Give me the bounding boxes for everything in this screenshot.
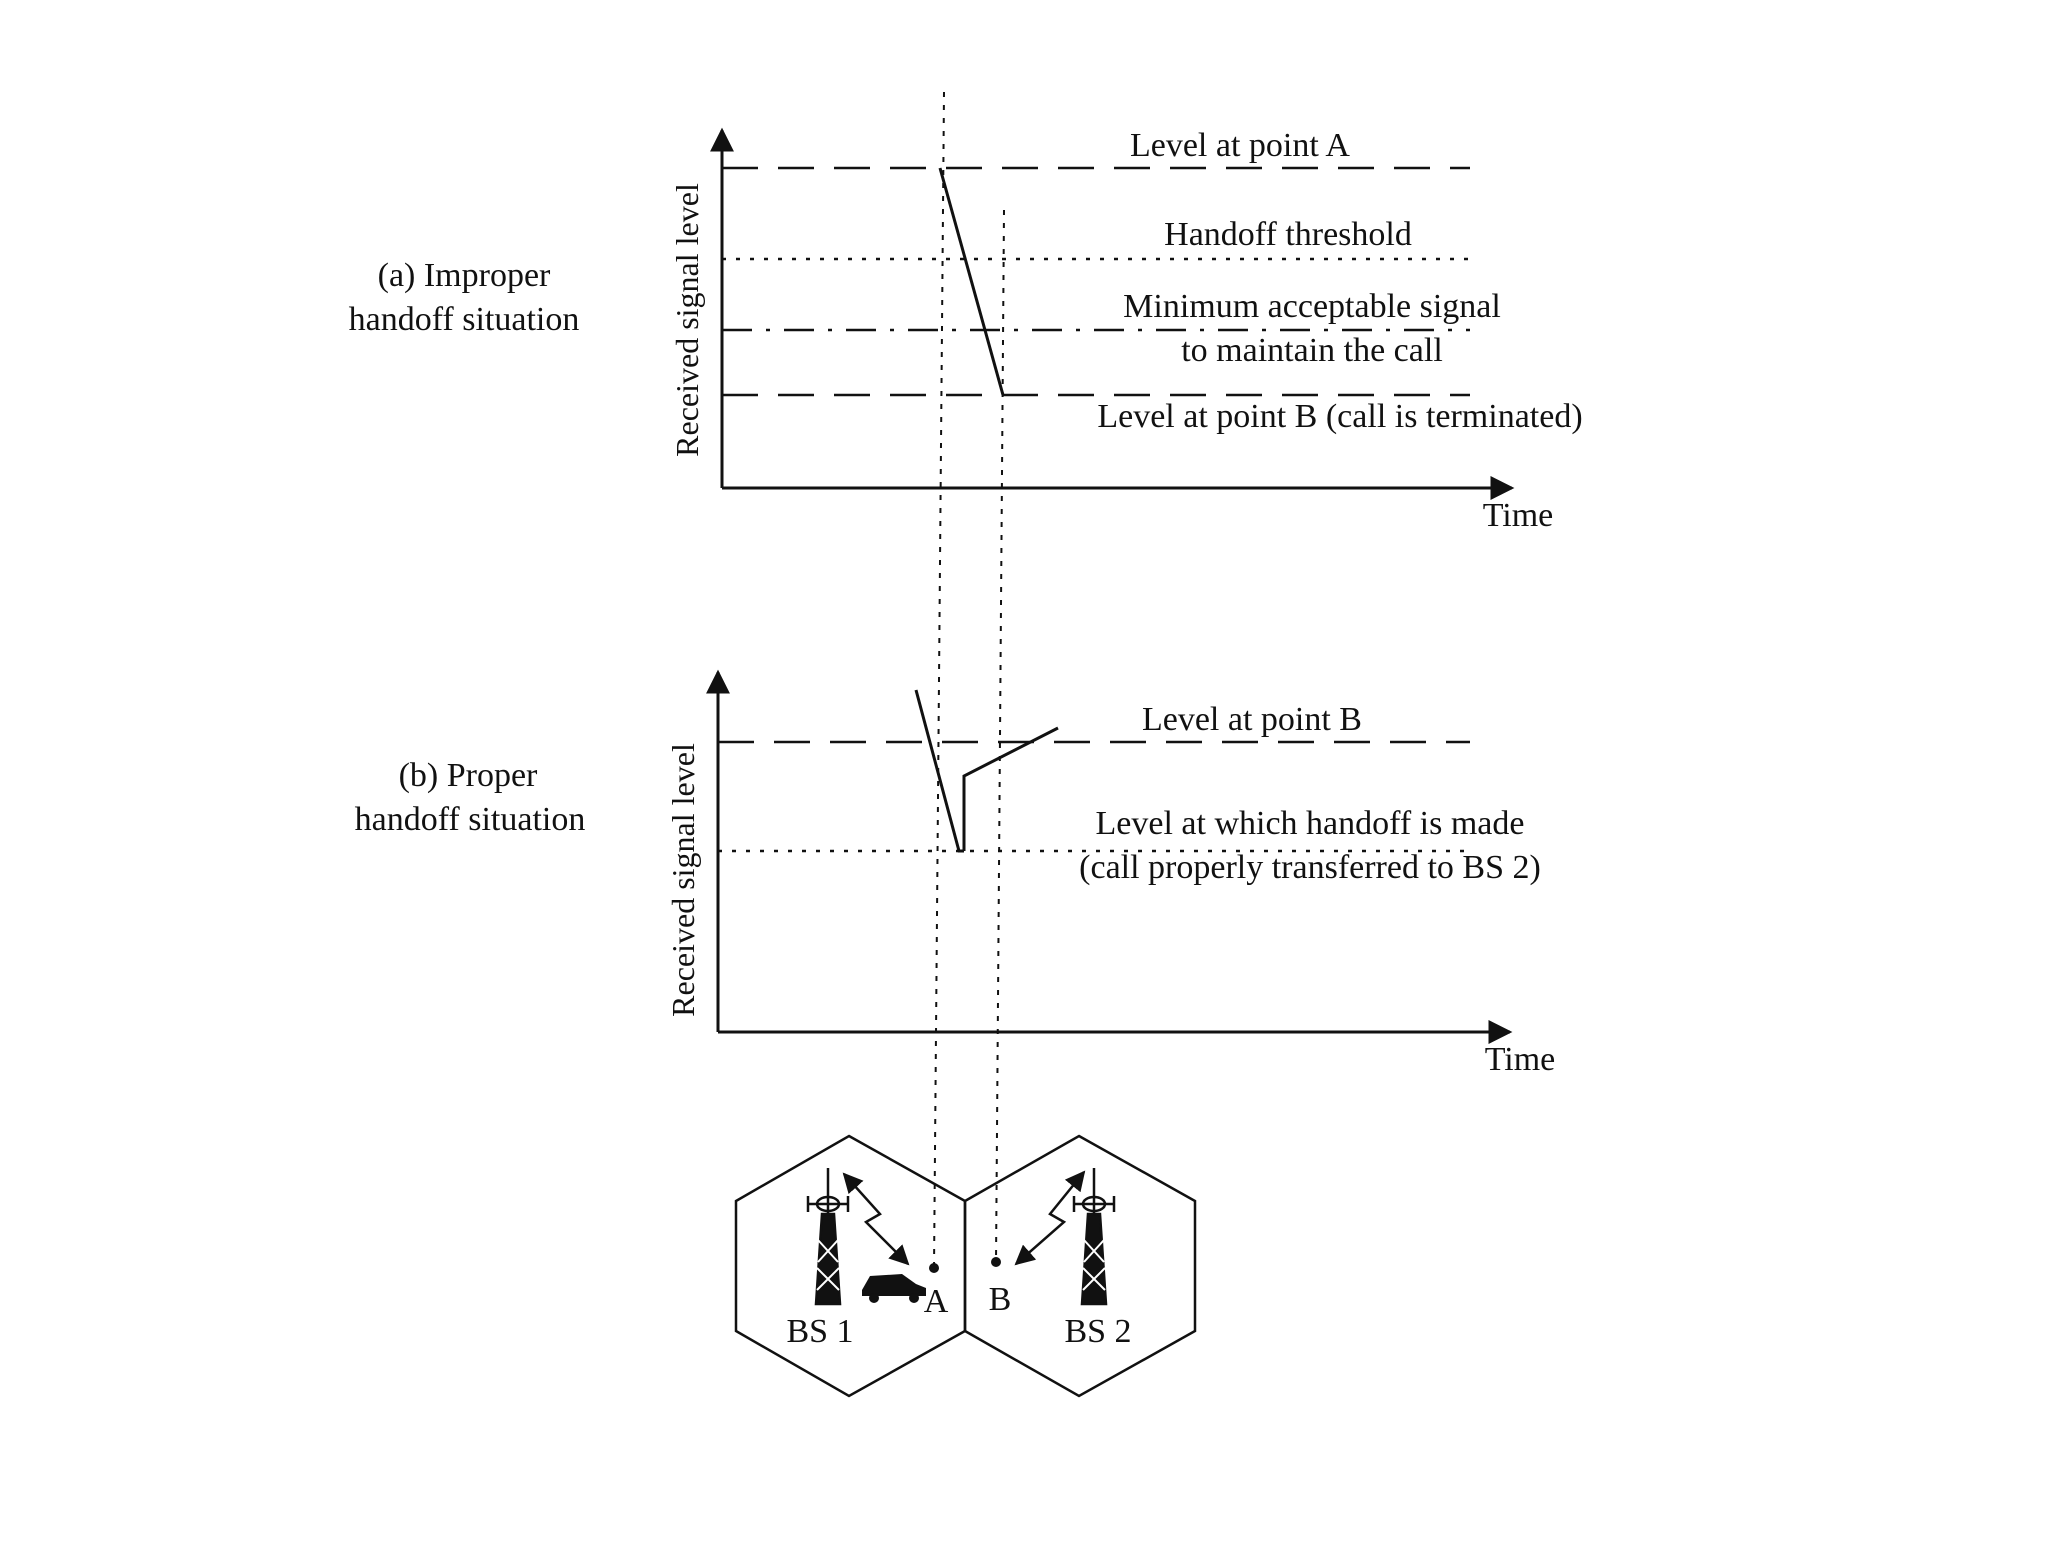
panel-b-bs1-signal <box>914 689 964 853</box>
point-b-dot <box>991 1257 1001 1267</box>
panel-b-caption-1: (b) Proper <box>399 757 538 794</box>
level-b-terminated-label: Level at point B (call is terminated) <box>1097 398 1582 435</box>
panel-a-caption-1: (a) Improper <box>378 257 551 294</box>
panel-a: (a) Improper handoff situation Received … <box>349 127 1583 534</box>
point-a-label: A <box>924 1283 949 1320</box>
panel-a-signal-drop <box>938 167 1005 396</box>
panel-b-caption-2: handoff situation <box>355 801 586 838</box>
guide-point-a <box>933 91 945 1269</box>
panel-b: (b) Proper handoff situation Received si… <box>355 669 1556 1078</box>
min-signal-label-1: Minimum acceptable signal <box>1123 288 1501 325</box>
bs2-tower-icon <box>1072 1168 1116 1306</box>
bs1-radio-link-icon <box>842 1172 910 1266</box>
panel-b-y-axis-label: Received signal level <box>665 743 701 1017</box>
panel-a-x-axis-label: Time <box>1483 497 1554 534</box>
cell-bs2-hexagon <box>963 1134 1197 1398</box>
bs2-label: BS 2 <box>1064 1313 1131 1350</box>
level-a-label: Level at point A <box>1130 127 1350 164</box>
point-b-label: B <box>989 1281 1012 1318</box>
guide-point-b <box>995 209 1005 1263</box>
handoff-threshold-label: Handoff threshold <box>1164 216 1412 253</box>
point-a-dot <box>929 1263 939 1273</box>
cell-diagram: A B BS 1 BS 2 <box>734 1134 1197 1398</box>
panel-b-bs2-signal <box>962 726 1059 851</box>
panel-b-level-b-label: Level at point B <box>1142 701 1362 738</box>
panel-a-caption-2: handoff situation <box>349 301 580 338</box>
min-signal-label-2: to maintain the call <box>1181 332 1443 369</box>
panel-b-x-axis-label: Time <box>1485 1041 1556 1078</box>
handoff-level-label-1: Level at which handoff is made <box>1096 805 1525 842</box>
handoff-level-label-2: (call properly transferred to BS 2) <box>1079 849 1541 886</box>
bs1-label: BS 1 <box>786 1313 853 1350</box>
bs1-tower-icon <box>806 1168 850 1306</box>
car-icon <box>862 1274 926 1303</box>
bs2-radio-link-icon <box>1014 1170 1086 1266</box>
panel-a-y-axis-label: Received signal level <box>669 183 705 457</box>
